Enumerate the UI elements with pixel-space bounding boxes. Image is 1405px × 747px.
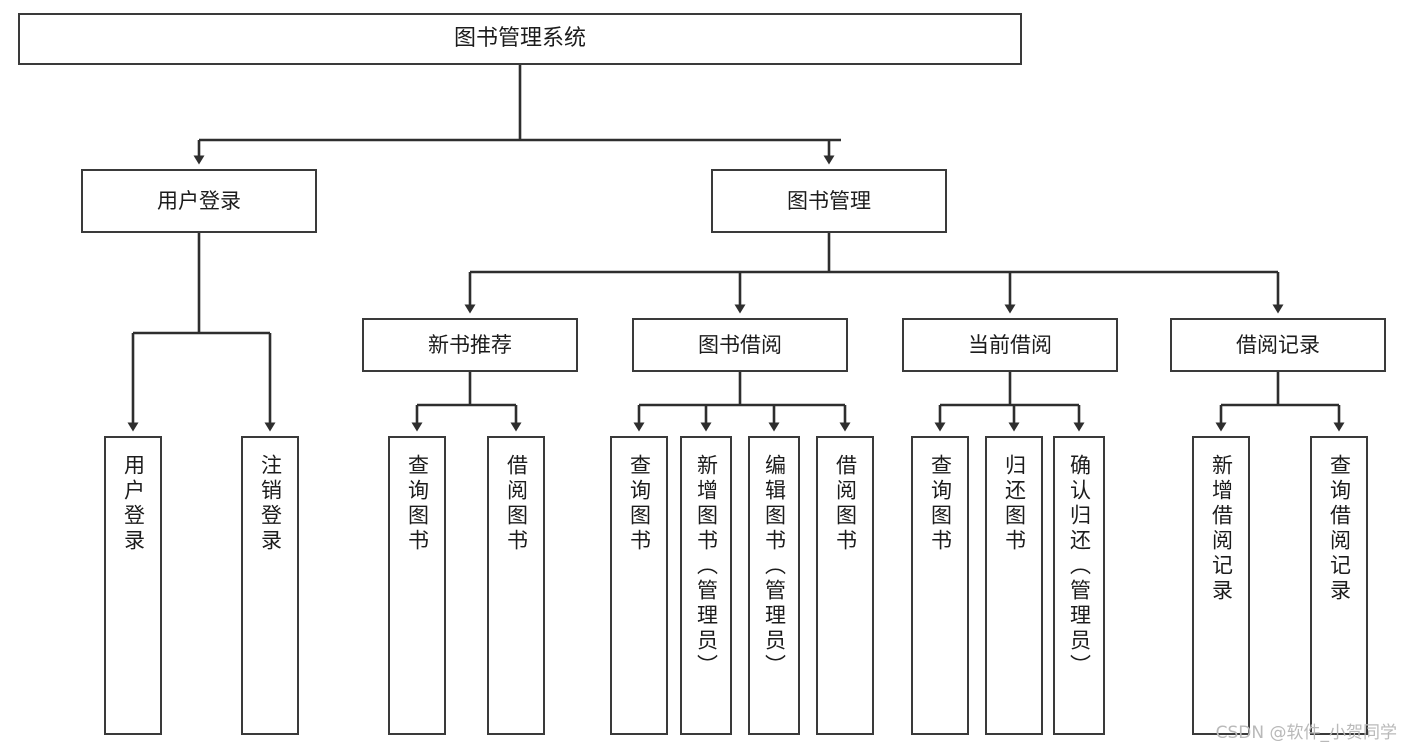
node-user-login[interactable]: 用户登录	[81, 169, 317, 233]
node-borrow-record-label: 借阅记录	[1236, 332, 1320, 357]
node-leaf-confirm-return-label: 确认归还（管理员）	[1067, 454, 1092, 679]
node-leaf-user-login[interactable]: 用户登录	[104, 436, 162, 735]
node-leaf-return-book-label: 归还图书	[1002, 454, 1027, 554]
node-root[interactable]: 图书管理系统	[18, 13, 1022, 65]
node-root-label: 图书管理系统	[453, 26, 586, 52]
node-leaf-query-book-3-label: 查询图书	[928, 454, 953, 554]
node-leaf-query-book-3[interactable]: 查询图书	[911, 436, 969, 735]
node-leaf-return-book[interactable]: 归还图书	[985, 436, 1043, 735]
node-book-borrow-label: 图书借阅	[698, 332, 782, 357]
node-leaf-add-book-label: 新增图书（管理员）	[694, 454, 719, 679]
node-book-manage[interactable]: 图书管理	[711, 169, 947, 233]
node-current-borrow[interactable]: 当前借阅	[902, 318, 1118, 372]
node-leaf-borrow-book-2[interactable]: 借阅图书	[816, 436, 874, 735]
watermark-text: CSDN @软件_小贺同学	[1215, 723, 1397, 743]
node-leaf-edit-book-label: 编辑图书（管理员）	[762, 454, 787, 679]
node-current-borrow-label: 当前借阅	[968, 332, 1052, 357]
node-new-book-rec[interactable]: 新书推荐	[362, 318, 578, 372]
node-leaf-query-book-2-label: 查询图书	[627, 454, 652, 554]
node-leaf-query-book-1[interactable]: 查询图书	[388, 436, 446, 735]
node-leaf-user-logout-label: 注销登录	[258, 454, 283, 554]
node-leaf-add-book[interactable]: 新增图书（管理员）	[680, 436, 732, 735]
node-leaf-user-login-label: 用户登录	[121, 454, 146, 554]
node-leaf-confirm-return[interactable]: 确认归还（管理员）	[1053, 436, 1105, 735]
node-book-manage-label: 图书管理	[787, 188, 871, 213]
node-leaf-user-logout[interactable]: 注销登录	[241, 436, 299, 735]
node-leaf-borrow-book-1-label: 借阅图书	[504, 454, 529, 554]
node-borrow-record[interactable]: 借阅记录	[1170, 318, 1386, 372]
node-leaf-add-record[interactable]: 新增借阅记录	[1192, 436, 1250, 735]
node-user-login-label: 用户登录	[157, 188, 241, 213]
node-leaf-query-record[interactable]: 查询借阅记录	[1310, 436, 1368, 735]
node-book-borrow[interactable]: 图书借阅	[632, 318, 848, 372]
node-new-book-rec-label: 新书推荐	[428, 332, 512, 357]
node-leaf-borrow-book-2-label: 借阅图书	[833, 454, 858, 554]
node-leaf-add-record-label: 新增借阅记录	[1209, 454, 1234, 604]
node-leaf-borrow-book-1[interactable]: 借阅图书	[487, 436, 545, 735]
node-leaf-query-record-label: 查询借阅记录	[1327, 454, 1352, 604]
node-leaf-edit-book[interactable]: 编辑图书（管理员）	[748, 436, 800, 735]
node-leaf-query-book-1-label: 查询图书	[405, 454, 430, 554]
node-leaf-query-book-2[interactable]: 查询图书	[610, 436, 668, 735]
